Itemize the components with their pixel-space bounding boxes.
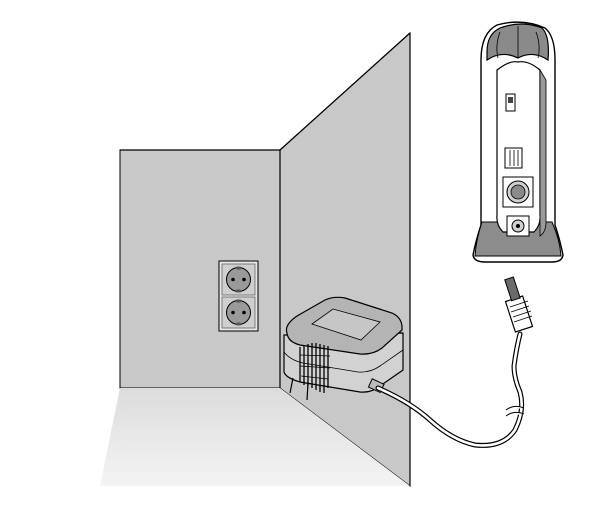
lower-socket [226,300,251,325]
upper-socket [226,267,251,292]
floor [100,388,410,486]
dc-barrel-plug-icon [504,276,534,333]
phone-line-jack [504,147,523,169]
right-wall-top-edge [279,32,411,151]
adapter-cable-wrap [299,343,331,393]
double-schuko-socket-icon [218,260,259,332]
dc-power-cable-icon [375,331,525,448]
plug-in-power-adapter-icon [283,296,404,401]
room-corner [100,31,411,488]
base-station-rear-view-icon [472,21,564,263]
